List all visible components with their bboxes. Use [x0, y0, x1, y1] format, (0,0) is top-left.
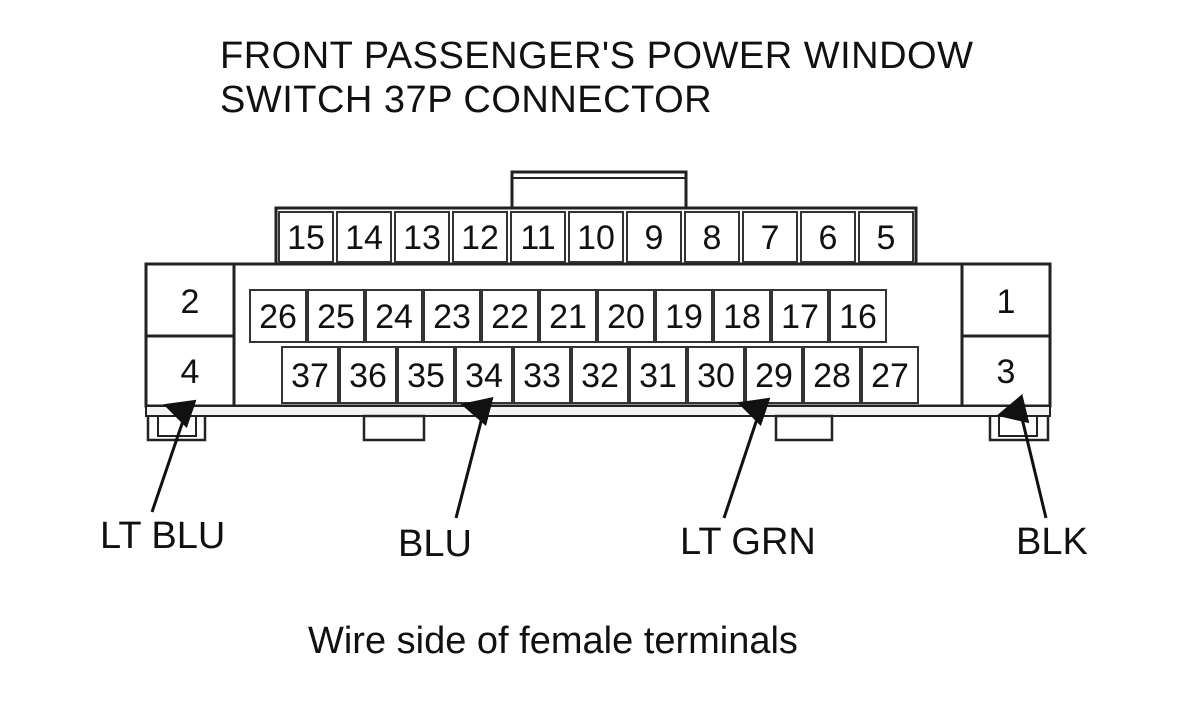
terminal-29-label: 29: [755, 357, 793, 395]
terminal-17-cell: [771, 289, 829, 343]
terminal-37-cell: [281, 346, 339, 404]
terminal-16-cell: [829, 289, 887, 343]
terminal-23-label: 23: [433, 298, 471, 336]
terminal-15-cell: [278, 211, 334, 263]
foot-right: [988, 416, 1050, 442]
terminal-6-label: 6: [819, 219, 838, 257]
terminal-24-label: 24: [375, 298, 413, 336]
terminal-28-label: 28: [813, 357, 851, 395]
wire-arrow-terminal-29: [722, 397, 771, 519]
terminal-7-label: 7: [761, 219, 780, 257]
terminal-11-label: 11: [520, 219, 555, 257]
terminal-13-label: 13: [403, 219, 441, 257]
terminal-22-label: 22: [491, 298, 529, 336]
terminal-10-cell: [568, 211, 624, 263]
terminal-35-label: 35: [407, 357, 445, 395]
wire-arrow-terminal-34: [454, 396, 494, 519]
terminal-32-label: 32: [581, 357, 619, 395]
terminal-18-label: 18: [723, 298, 761, 336]
terminal-11-cell: [510, 211, 566, 263]
terminal-24-cell: [365, 289, 423, 343]
diagram-title: FRONT PASSENGER'S POWER WINDOW SWITCH 37…: [220, 34, 973, 122]
terminal-30-cell: [687, 346, 745, 404]
terminal-12-label: 12: [461, 219, 499, 257]
terminal-9-label: 9: [645, 219, 664, 257]
terminal-33-label: 33: [523, 357, 561, 395]
terminal-8-label: 8: [703, 219, 722, 257]
diagram-title-line-2: SWITCH 37P CONNECTOR: [220, 79, 713, 121]
foot-right-inner: [998, 415, 1038, 437]
wire-arrow-terminal-3: [996, 394, 1048, 519]
terminal-7-cell: [742, 211, 798, 263]
wire-arrow-terminal-4: [150, 399, 197, 513]
lock-tab: [510, 170, 688, 208]
terminal-14-cell: [336, 211, 392, 263]
terminal-26-label: 26: [259, 298, 297, 336]
terminal-22-cell: [481, 289, 539, 343]
terminal-36-cell: [339, 346, 397, 404]
terminal-31-label: 31: [639, 357, 677, 395]
terminal-2-label: 2: [181, 283, 200, 321]
terminal-26-cell: [249, 289, 307, 343]
terminal-16-label: 16: [839, 298, 877, 336]
terminal-34-label: 34: [465, 357, 503, 395]
diagram-caption: Wire side of female terminals: [308, 620, 798, 662]
wire-label-blu: BLU: [398, 523, 472, 565]
wire-label-lt-blu: LT BLU: [100, 515, 226, 557]
terminal-37-label: 37: [291, 357, 329, 395]
terminal-5-label: 5: [877, 219, 896, 257]
terminal-23-cell: [423, 289, 481, 343]
terminal-20-cell: [597, 289, 655, 343]
terminal-36-label: 36: [349, 357, 387, 395]
terminal-12-cell: [452, 211, 508, 263]
terminal-17-label: 17: [781, 298, 819, 336]
foot-center-right: [774, 414, 834, 442]
terminal-31-cell: [629, 346, 687, 404]
terminal-6-cell: [800, 211, 856, 263]
terminal-25-cell: [307, 289, 365, 343]
terminal-5-cell: [858, 211, 914, 263]
terminal-29-cell: [745, 346, 803, 404]
terminal-19-label: 19: [665, 298, 703, 336]
terminal-4-label: 4: [181, 353, 200, 391]
terminal-21-cell: [539, 289, 597, 343]
terminal-30-label: 30: [697, 357, 735, 395]
terminal-35-cell: [397, 346, 455, 404]
terminal-20-label: 20: [607, 298, 645, 336]
terminal-28-cell: [803, 346, 861, 404]
diagram-title-line-1: FRONT PASSENGER'S POWER WINDOW: [220, 35, 974, 77]
terminal-9-cell: [626, 211, 682, 263]
terminal-27-label: 27: [871, 357, 909, 395]
terminal-1-label: 1: [997, 283, 1016, 321]
terminal-21-label: 21: [549, 298, 587, 336]
foot-center-left: [362, 414, 426, 442]
terminal-15-label: 15: [287, 219, 325, 257]
terminal-14-label: 14: [345, 219, 383, 257]
wire-label-blk: BLK: [1016, 521, 1088, 563]
terminal-13-cell: [394, 211, 450, 263]
terminal-19-cell: [655, 289, 713, 343]
terminal-10-label: 10: [577, 219, 615, 257]
wire-label-lt-grn: LT GRN: [680, 521, 816, 563]
terminal-27-cell: [861, 346, 919, 404]
terminal-33-cell: [513, 346, 571, 404]
terminal-18-cell: [713, 289, 771, 343]
bottom-skirt: [145, 405, 1051, 417]
terminal-3-label: 3: [997, 353, 1016, 391]
terminal-32-cell: [571, 346, 629, 404]
wire-arrows: [150, 394, 1048, 519]
foot-left-inner: [157, 415, 197, 437]
terminal-25-label: 25: [317, 298, 355, 336]
terminal-8-cell: [684, 211, 740, 263]
